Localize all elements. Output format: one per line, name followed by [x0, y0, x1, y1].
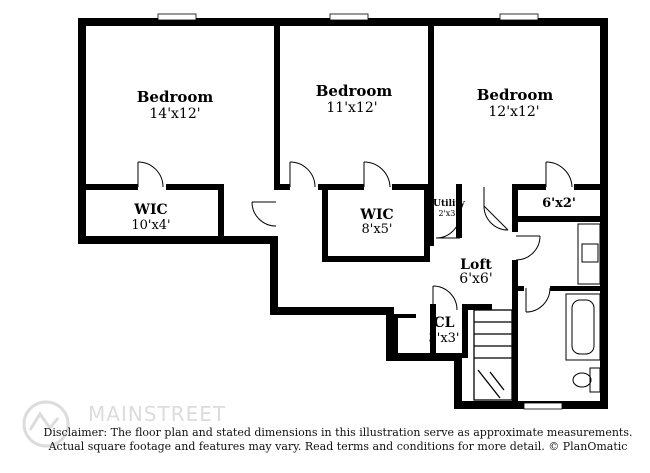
watermark-text: MAINSTREET — [88, 402, 226, 426]
bathroom-fixtures — [565, 223, 601, 393]
disclaimer-line-2: Actual square footage and features may v… — [48, 440, 628, 453]
cl-name: CL — [434, 315, 455, 331]
vanity — [577, 223, 601, 285]
wic-1-size: 10'x4' — [131, 218, 170, 233]
window-bedroom-2 — [329, 13, 369, 21]
windows — [157, 13, 563, 410]
bedroom-3-size: 12'x12' — [488, 104, 539, 120]
cl-size: 3'x3' — [428, 331, 459, 346]
bathtub-inner — [571, 299, 595, 355]
wic-2-name: WIC — [359, 207, 393, 223]
window-bedroom-3 — [499, 13, 539, 21]
loft-size: 6'x6' — [459, 271, 492, 287]
bedroom-3-name: Bedroom — [477, 86, 554, 104]
toilet-tank — [589, 367, 601, 393]
utility-name: Utility — [433, 199, 465, 209]
doors — [137, 161, 573, 313]
utility-size: 2'x3' — [438, 209, 457, 218]
disclaimer-line-1: Disclaimer: The floor plan and stated di… — [44, 426, 633, 439]
loft-name: Loft — [460, 257, 492, 273]
bedroom-1-size: 14'x12' — [149, 106, 200, 122]
window-bedroom-1 — [157, 13, 197, 21]
mainstreet-watermark: MAINSTREET — [22, 400, 226, 448]
bathtub — [565, 293, 601, 361]
wic-2-size: 8'x5' — [361, 222, 392, 237]
disclaimer: Disclaimer: The floor plan and stated di… — [44, 426, 633, 453]
closet-6x2-size: 6'x2' — [542, 196, 576, 211]
wic-1-name: WIC — [133, 202, 167, 218]
staircase — [473, 309, 513, 401]
bedroom-2-size: 11'x12' — [326, 100, 377, 116]
bedroom-2-name: Bedroom — [316, 82, 393, 100]
sink — [581, 243, 599, 263]
window-bath — [523, 402, 563, 410]
exterior-walls — [78, 18, 608, 409]
interior-walls — [78, 18, 604, 404]
room-labels: Bedroom 14'x12' Bedroom 11'x12' Bedroom … — [131, 82, 576, 346]
toilet-bowl — [572, 372, 592, 388]
bedroom-1-name: Bedroom — [137, 88, 214, 106]
